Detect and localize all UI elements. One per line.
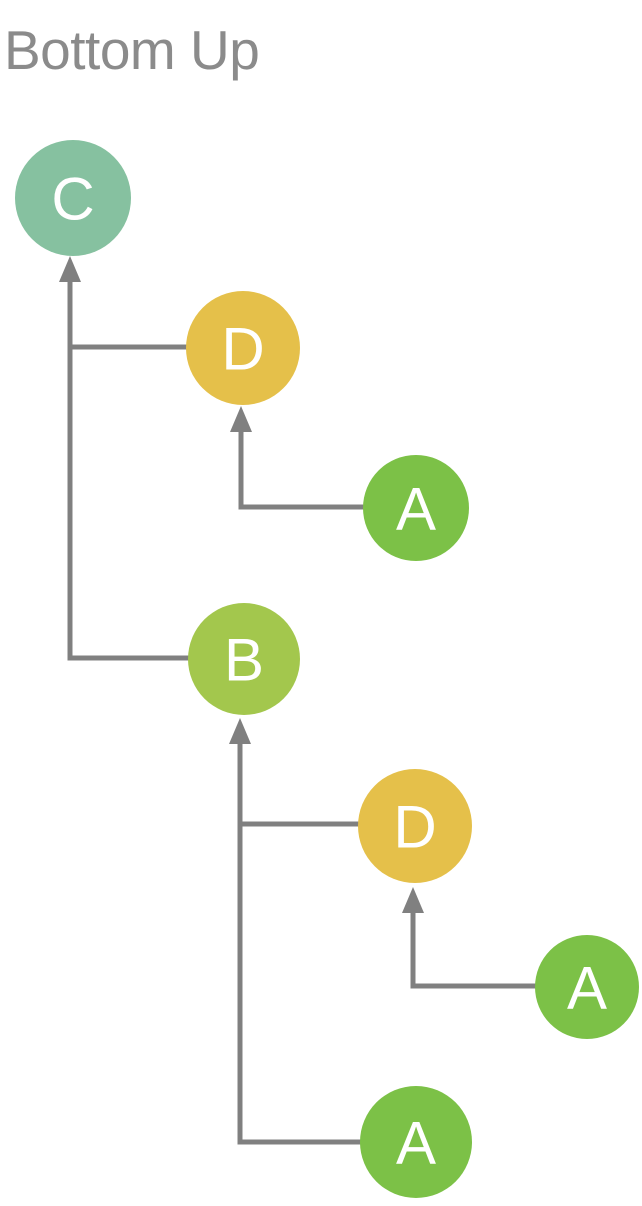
- edge-a2-to-d2-line: [410, 912, 536, 989]
- node-a2-label: A: [567, 955, 607, 1022]
- node-a3-label: A: [396, 1110, 436, 1177]
- node-c-circle: [15, 140, 131, 256]
- node-a1-label: A: [396, 476, 436, 543]
- arrow-up-icon: [230, 406, 252, 432]
- edge-b-to-c-line: [67, 280, 189, 661]
- page-title: Bottom Up: [4, 19, 260, 81]
- node-d1-circle: [186, 291, 300, 405]
- node-a3-circle: [360, 1086, 472, 1198]
- arrow-up-icon: [59, 256, 81, 282]
- node-b-label: B: [224, 627, 264, 694]
- node-a2-circle: [535, 935, 639, 1039]
- node-a1-circle: [363, 455, 469, 561]
- node-b-circle: [188, 603, 300, 715]
- edge-a1-to-d1-line: [238, 431, 364, 510]
- edge-a3-to-b-line: [237, 743, 361, 1145]
- node-d2-circle: [358, 769, 472, 883]
- arrow-up-icon: [402, 887, 424, 913]
- node-d1-label: D: [221, 316, 264, 383]
- node-c-label: C: [51, 166, 94, 233]
- arrow-up-icon: [229, 718, 251, 744]
- node-d2-label: D: [393, 794, 436, 861]
